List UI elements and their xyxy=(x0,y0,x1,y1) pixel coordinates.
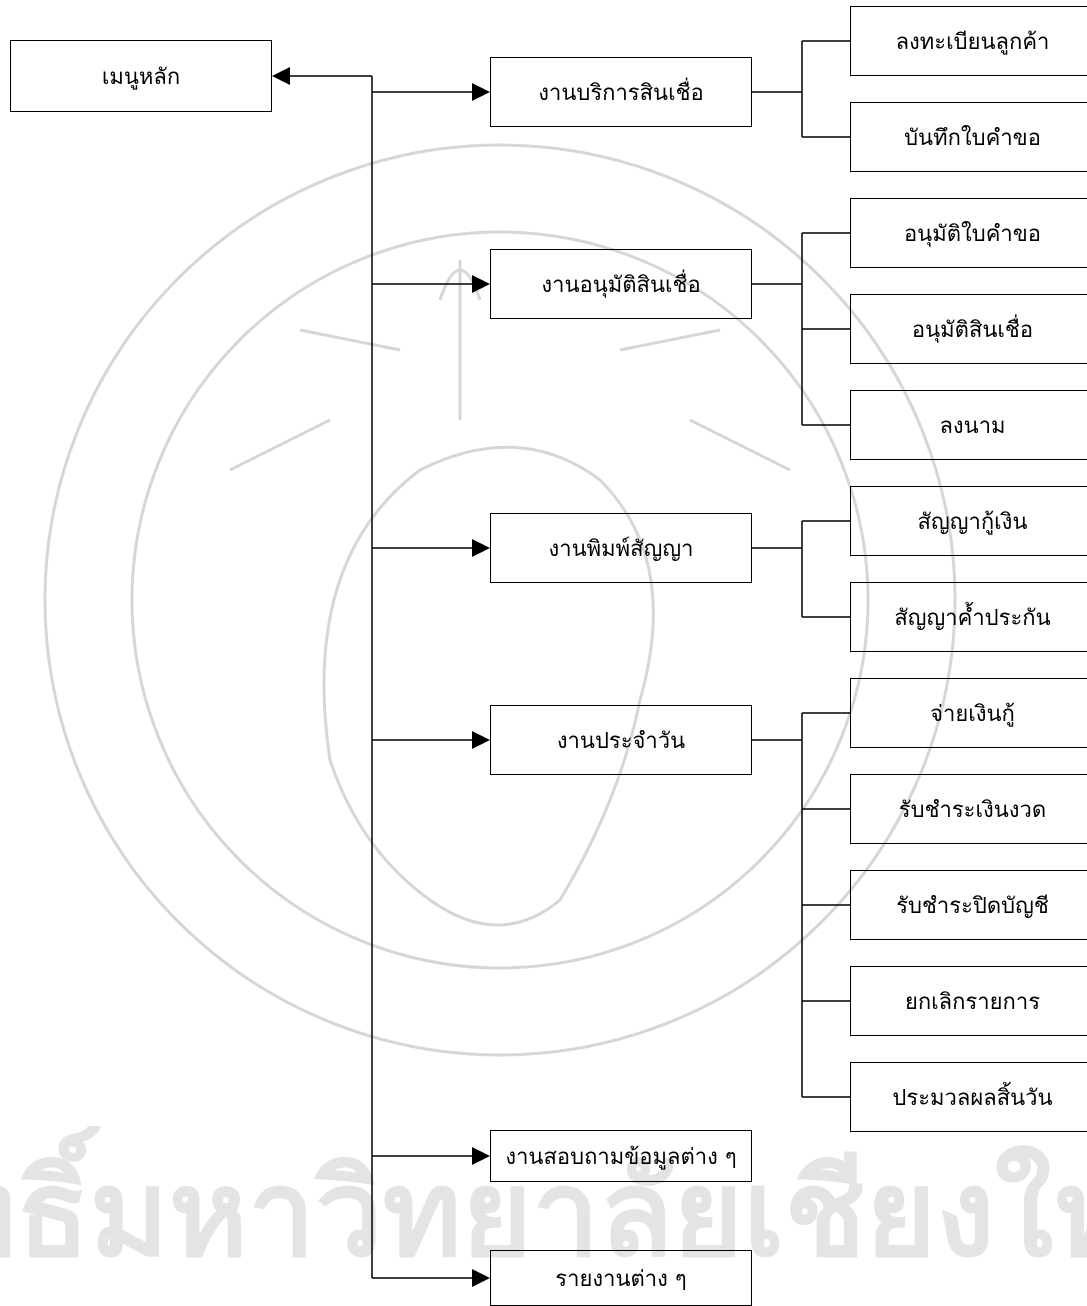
group-arrow-4 xyxy=(472,731,490,749)
group-box-5: งานสอบถามข้อมูลต่าง ๆ xyxy=(490,1130,752,1182)
group-box-6-label: รายงานต่าง ๆ xyxy=(555,1266,687,1292)
group-arrow-2 xyxy=(472,275,490,293)
item-box-4-5-label: ประมวลผลสิ้นวัน xyxy=(892,1085,1053,1111)
item-box-4-3: รับชำระปิดบัญชี xyxy=(850,870,1087,940)
group-arrow-3 xyxy=(472,539,490,557)
group-arrow-5 xyxy=(472,1147,490,1165)
item-box-4-3-label: รับชำระปิดบัญชี xyxy=(896,893,1049,919)
item-box-1-1-label: ลงทะเบียนลูกค้า xyxy=(895,29,1050,55)
group-box-2: งานอนุมัติสินเชื่อ xyxy=(490,249,752,319)
item-box-4-1: จ่ายเงินกู้ xyxy=(850,678,1087,748)
group-box-5-label: งานสอบถามข้อมูลต่าง ๆ xyxy=(505,1144,737,1170)
group-box-6: รายงานต่าง ๆ xyxy=(490,1250,752,1306)
group-box-3: งานพิมพ์สัญญา xyxy=(490,513,752,583)
item-box-2-3-label: ลงนาม xyxy=(939,413,1006,439)
group-arrow-1 xyxy=(472,83,490,101)
main-menu-label: เมนูหลัก xyxy=(101,64,181,90)
group-box-1: งานบริการสินเชื่อ xyxy=(490,57,752,127)
item-box-1-2-label: บันทึกใบคำขอ xyxy=(904,125,1041,151)
item-box-4-1-label: จ่ายเงินกู้ xyxy=(930,701,1015,727)
group-box-4: งานประจำวัน xyxy=(490,705,752,775)
item-box-2-1-label: อนุมัติใบคำขอ xyxy=(903,221,1042,247)
item-box-2-2-label: อนุมัติสินเชื่อ xyxy=(911,317,1034,343)
main-menu-box: เมนูหลัก xyxy=(10,40,272,112)
item-box-4-4: ยกเลิกรายการ xyxy=(850,966,1087,1036)
item-box-3-2-label: สัญญาค้ำประกัน xyxy=(894,605,1051,631)
item-box-2-1: อนุมัติใบคำขอ xyxy=(850,198,1087,268)
watermark-bottom-text: ลิขสิทธิ์มหาวิทยาลัยเชียงใหม่ xyxy=(0,1126,1087,1284)
item-box-3-2: สัญญาค้ำประกัน xyxy=(850,582,1087,652)
item-box-2-3: ลงนาม xyxy=(850,390,1087,460)
item-box-1-1: ลงทะเบียนลูกค้า xyxy=(850,6,1087,76)
group-box-1-label: งานบริการสินเชื่อ xyxy=(538,80,704,106)
item-box-3-1: สัญญากู้เงิน xyxy=(850,486,1087,556)
item-box-4-4-label: ยกเลิกรายการ xyxy=(904,989,1041,1015)
item-box-1-2: บันทึกใบคำขอ xyxy=(850,102,1087,172)
item-box-4-2: รับชำระเงินงวด xyxy=(850,774,1087,844)
group-arrow-6 xyxy=(472,1269,490,1287)
group-box-4-label: งานประจำวัน xyxy=(556,728,686,754)
item-box-3-1-label: สัญญากู้เงิน xyxy=(917,509,1028,535)
main-menu-arrow xyxy=(272,67,290,85)
item-box-4-2-label: รับชำระเงินงวด xyxy=(898,797,1047,823)
group-box-3-label: งานพิมพ์สัญญา xyxy=(548,536,694,562)
item-box-2-2: อนุมัติสินเชื่อ xyxy=(850,294,1087,364)
group-box-2-label: งานอนุมัติสินเชื่อ xyxy=(541,272,701,298)
item-box-4-5: ประมวลผลสิ้นวัน xyxy=(850,1062,1087,1132)
